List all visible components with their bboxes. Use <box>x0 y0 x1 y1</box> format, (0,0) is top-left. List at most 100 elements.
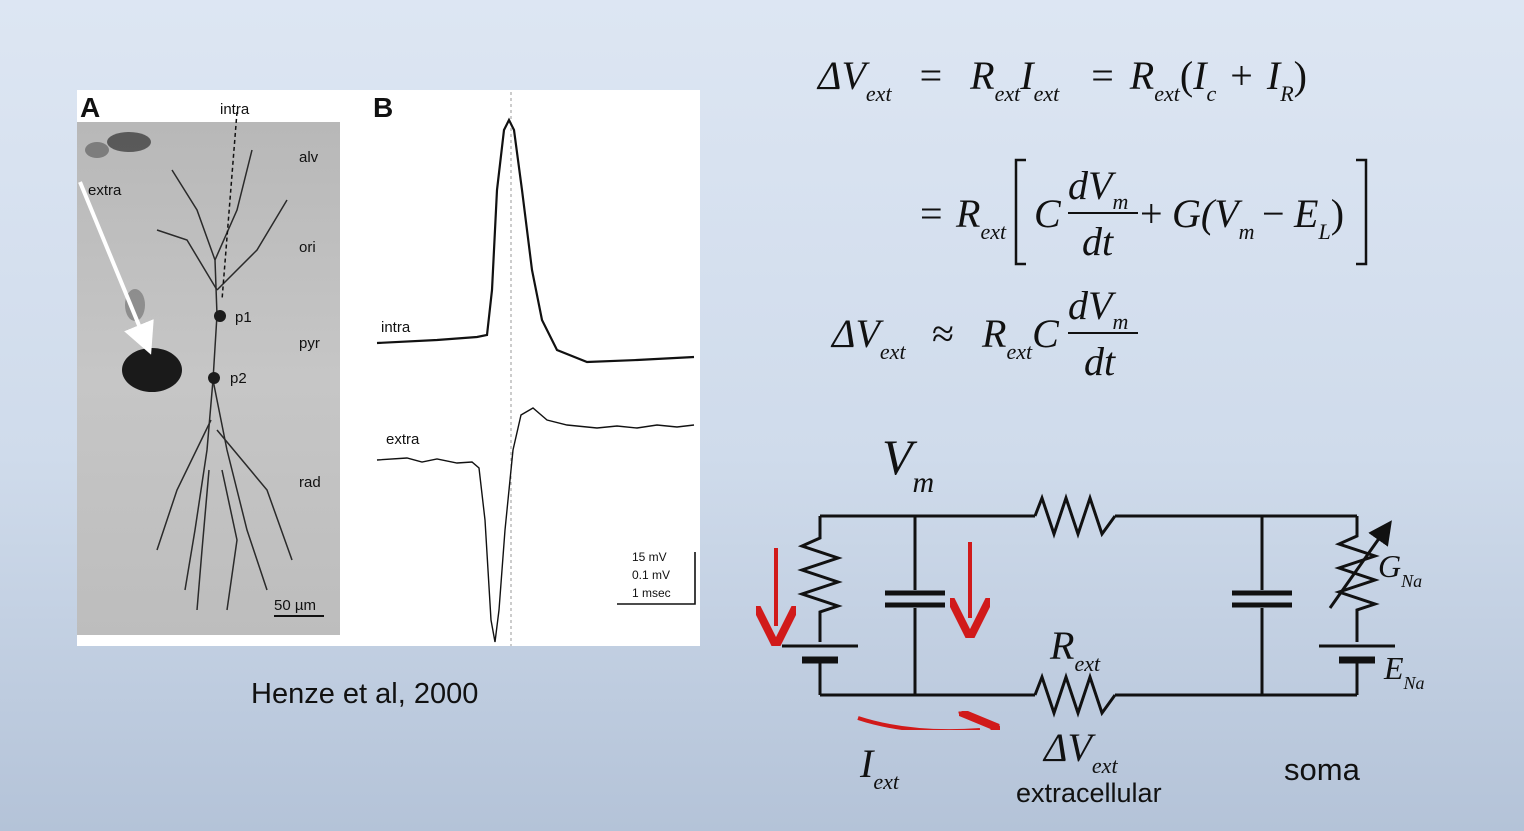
ena-e: E <box>1384 650 1404 686</box>
eq1-r: R <box>970 53 995 98</box>
rext-sub: ext <box>1074 651 1101 676</box>
eq1-paren-close: ) <box>1293 53 1307 98</box>
soma-label: soma <box>1284 752 1360 787</box>
eq3-numerator: dVm <box>1068 282 1128 334</box>
scale-bar-b <box>617 552 696 605</box>
figure-panel: A B intra extra alv ori pyr rad p1 p2 50… <box>77 90 700 646</box>
eq2-den: dt <box>1082 219 1114 264</box>
vm-v: V <box>882 429 913 485</box>
eq2-e-group: EL) <box>1294 190 1345 244</box>
circuit-diagram <box>740 493 1395 730</box>
eq1-paren-open: ( <box>1179 53 1194 98</box>
eq2-g-sub: m <box>1238 219 1255 244</box>
eq2-r-group: Rext <box>956 190 1006 244</box>
eq1-ic-sub: c <box>1206 81 1217 106</box>
scale-mv-label: 15 mV <box>632 550 667 564</box>
equation-line-1: ΔVext = RextIext = Rext(Ic + IR) <box>818 52 1307 106</box>
current-arrows <box>776 542 980 730</box>
rext-label: Rext <box>1050 622 1100 676</box>
eq1-ir: I <box>1266 53 1281 98</box>
eq2-c: C <box>1034 191 1061 236</box>
eq1-plus: + <box>1230 53 1253 98</box>
eq3-r-group: RextC <box>982 310 1059 364</box>
gna-sub: Na <box>1401 571 1423 591</box>
trace-intra-label: intra <box>381 319 411 336</box>
ena-label: ENa <box>1384 650 1425 693</box>
eq3-approx: ≈ <box>932 311 954 356</box>
extra-arrow <box>78 181 154 355</box>
p2-label: p2 <box>230 370 247 387</box>
extra-trace <box>376 407 695 643</box>
trace-extra-label: extra <box>386 431 420 448</box>
eq2-right-bracket <box>1356 158 1368 266</box>
eq2-close-paren: ) <box>1330 191 1345 236</box>
eq2-left-bracket <box>1014 158 1026 266</box>
gna-variable-resistor <box>1334 516 1380 642</box>
iext-label: Iext <box>860 740 899 794</box>
eq2-num: dV <box>1068 163 1113 208</box>
eq3-c: C <box>1032 311 1059 356</box>
iext-i: I <box>860 741 874 786</box>
eq1-lhs: ΔV <box>818 53 866 98</box>
pyramidal-neuron <box>156 149 293 611</box>
eq2-r-sub: ext <box>980 219 1007 244</box>
dvext-sub: ext <box>1091 753 1118 778</box>
intra-trace <box>376 117 695 364</box>
rext-resistor <box>1033 672 1117 718</box>
panel-a-label: A <box>80 92 100 123</box>
left-resistor <box>797 516 843 642</box>
eq1-i: I <box>1020 53 1034 98</box>
iext-sub: ext <box>873 769 899 794</box>
extracellular-recording-site <box>122 348 182 392</box>
layer-rad-label: rad <box>299 474 321 491</box>
eq1-equals-1: = <box>919 53 943 98</box>
eq1-ir-sub: R <box>1280 81 1294 106</box>
eq1-equals-2: = <box>1091 53 1114 98</box>
layer-ori-label: ori <box>299 239 316 256</box>
eq3-lhs: ΔV <box>832 311 880 356</box>
eq2-equals: = <box>920 191 943 236</box>
eq2-g: G(V <box>1172 191 1239 236</box>
vm-label: Vm <box>882 428 934 499</box>
eq3-lhs-group: ΔVext <box>832 310 906 364</box>
scale-label-a: 50 µm <box>274 597 316 614</box>
eq1-ic: I <box>1193 53 1207 98</box>
layer-alv-label: alv <box>299 149 319 166</box>
eq2-r: R <box>956 191 981 236</box>
p1-label: p1 <box>235 309 252 326</box>
eq1-r2: R <box>1129 53 1155 98</box>
eq2-minus: − <box>1262 191 1285 236</box>
eq1-r-sub: ext <box>994 81 1021 106</box>
eq2-num-sub: m <box>1112 189 1129 214</box>
citation: Henze et al, 2000 <box>251 678 479 710</box>
vm-sub: m <box>912 466 935 499</box>
eq1-r2-sub: ext <box>1154 81 1180 106</box>
eq3-lhs-sub: ext <box>879 339 906 364</box>
intra-pipette-line <box>221 111 238 301</box>
panel-a-intra-label: intra <box>220 101 250 118</box>
top-resistor <box>1033 493 1117 539</box>
scale-uv-label: 0.1 mV <box>632 568 670 582</box>
figure-svg: A B intra extra alv ori pyr rad p1 p2 50… <box>77 92 696 646</box>
eq1-i-sub: ext <box>1033 81 1060 106</box>
eq1-lhs-sub: ext <box>865 81 892 106</box>
eq3-r-sub: ext <box>1006 339 1033 364</box>
eq3-r: R <box>982 311 1007 356</box>
dvext-label: ΔVext <box>1044 724 1118 778</box>
gna-g: G <box>1378 548 1402 584</box>
eq2-numerator: dVm <box>1068 162 1128 214</box>
eq2-plus: + <box>1140 191 1163 236</box>
rext-r: R <box>1050 623 1075 668</box>
eq3-num: dV <box>1068 283 1113 328</box>
eq2-g-group: G(Vm <box>1172 190 1255 244</box>
eq3-num-sub: m <box>1112 309 1129 334</box>
eq2-e-sub: L <box>1318 219 1331 244</box>
panel-b-label: B <box>373 92 393 123</box>
layer-pyr-label: pyr <box>299 335 320 352</box>
eq2-fraction-bar <box>1068 212 1138 214</box>
ena-sub: Na <box>1403 673 1425 693</box>
circuit-wires <box>782 493 1395 718</box>
eq3-den: dt <box>1084 339 1116 384</box>
scale-time-label: 1 msec <box>632 586 671 600</box>
eq3-fraction-bar <box>1068 332 1138 334</box>
